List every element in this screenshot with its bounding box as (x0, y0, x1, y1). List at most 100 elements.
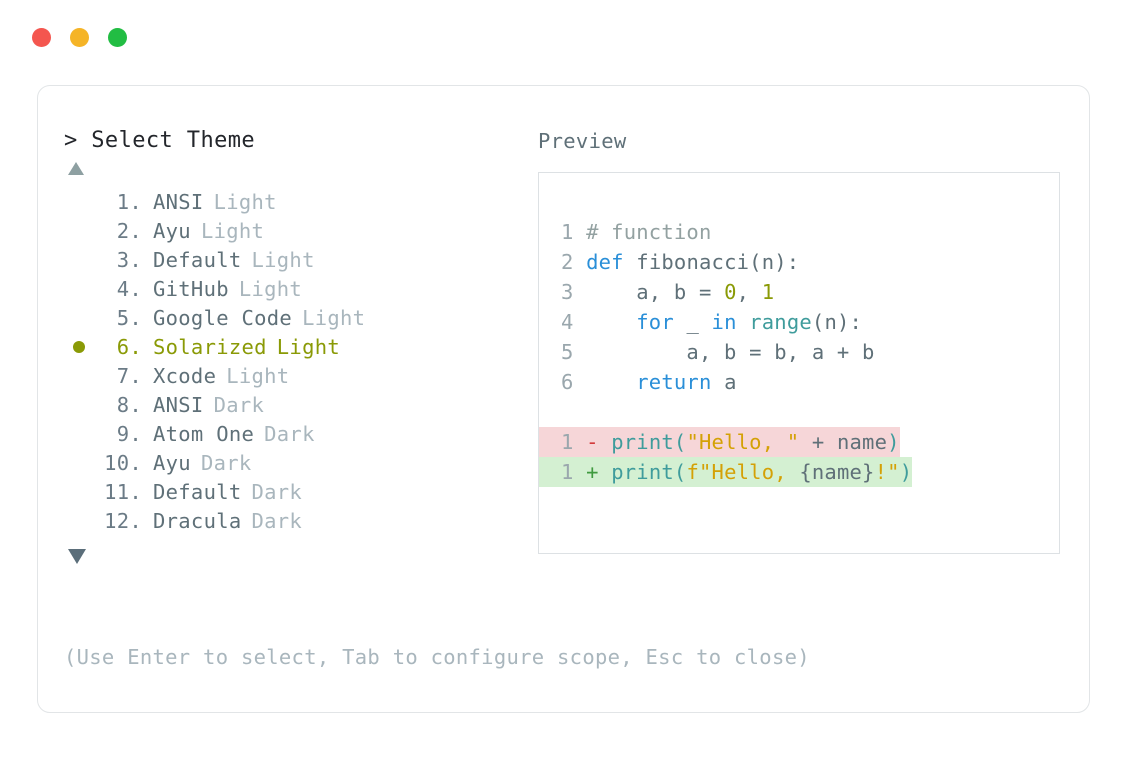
code-line: 4 for _ in range(n): (539, 307, 1059, 337)
theme-list-item[interactable]: 4. GitHub Light (64, 274, 534, 303)
code-token: print (611, 430, 674, 454)
window-traffic-lights (32, 28, 127, 47)
theme-item-number: 11. (104, 479, 142, 504)
code-token: _ (673, 310, 712, 334)
minimize-button-icon[interactable] (70, 28, 89, 47)
code-token (586, 310, 636, 334)
theme-item-variant: Light (226, 363, 290, 388)
theme-item-name: Xcode (153, 363, 217, 388)
close-button-icon[interactable] (32, 28, 51, 47)
code-token: {name} (799, 460, 875, 484)
theme-item-name: Atom One (153, 421, 255, 446)
code-token: # function (586, 220, 712, 244)
theme-item-number: 3. (104, 247, 142, 272)
preview-label: Preview (538, 129, 627, 153)
theme-item-number: 9. (104, 421, 142, 446)
theme-item-name: Ayu (153, 218, 191, 243)
theme-item-name: Dracula (153, 508, 242, 533)
code-token: 1 (761, 280, 775, 304)
theme-list-item[interactable]: 6. Solarized Light (64, 332, 534, 361)
diff-line-added: 1 + print(f"Hello, {name}!") (539, 457, 913, 487)
code-token: def (586, 250, 624, 274)
theme-list-item[interactable]: 10. Ayu Dark (64, 448, 534, 477)
code-token: print (611, 460, 674, 484)
triangle-up-icon[interactable] (68, 162, 84, 176)
code-token (586, 370, 636, 394)
theme-item-variant: Light (238, 276, 303, 301)
theme-item-name: ANSI (153, 392, 204, 417)
code-token: "Hello, " (686, 430, 800, 454)
theme-item-name: Google Code (153, 305, 293, 330)
code-token: a, b = b, a + b (586, 340, 875, 364)
theme-item-number: 5. (104, 305, 142, 330)
code-token: fibonacci(n): (623, 250, 800, 274)
theme-item-variant: Light (276, 334, 340, 359)
code-line: 1 # function (539, 217, 1059, 247)
code-token: ) (899, 460, 913, 484)
theme-list-item[interactable]: 12. Dracula Dark (64, 506, 534, 535)
line-number: 6 (561, 370, 574, 394)
code-line: 5 a, b = b, a + b (539, 337, 1059, 367)
diff-line-removed: 1 - print("Hello, " + name) (539, 427, 900, 457)
code-token: + name (799, 430, 888, 454)
code-line: 2 def fibonacci(n): (539, 247, 1059, 277)
theme-item-variant: Dark (251, 508, 303, 533)
theme-item-name: Default (153, 479, 242, 504)
line-number: 1 (561, 430, 574, 454)
selected-bullet-icon (73, 340, 85, 353)
code-token: ( (673, 460, 687, 484)
diff-line-row: 1 + print(f"Hello, {name}!") (539, 457, 1059, 487)
theme-item-name: Ayu (153, 450, 191, 475)
selection-bullet-slot (64, 340, 94, 353)
theme-list-item[interactable]: 9. Atom One Dark (64, 419, 534, 448)
line-number: 3 (561, 280, 574, 304)
theme-item-number: 8. (104, 392, 142, 417)
theme-list-item[interactable]: 11. Default Dark (64, 477, 534, 506)
diff-sign: - (586, 430, 599, 454)
theme-item-name: ANSI (153, 189, 204, 214)
maximize-button-icon[interactable] (108, 28, 127, 47)
theme-item-number: 12. (104, 508, 142, 533)
theme-item-number: 6. (104, 334, 142, 359)
theme-item-variant: Light (251, 247, 315, 272)
code-token: in (711, 310, 737, 334)
code-token: ( (673, 430, 687, 454)
theme-item-name: GitHub (153, 276, 229, 301)
theme-item-variant: Light (200, 218, 265, 243)
diff-sign: + (586, 460, 599, 484)
theme-item-number: 10. (104, 450, 142, 475)
code-token: " (887, 460, 900, 484)
diff-block: 1 - print("Hello, " + name)1 + print(f"H… (539, 427, 1059, 487)
theme-item-variant: Light (213, 189, 277, 214)
code-token: range (749, 310, 812, 334)
code-token: ! (874, 460, 888, 484)
keyboard-hint: (Use Enter to select, Tab to configure s… (64, 645, 810, 669)
theme-item-number: 4. (104, 276, 142, 301)
code-token: a (711, 370, 737, 394)
theme-item-variant: Dark (264, 421, 315, 446)
theme-item-variant: Dark (200, 450, 252, 475)
theme-item-number: 7. (104, 363, 142, 388)
line-number: 1 (561, 220, 574, 244)
code-line: 6 return a (539, 367, 1059, 397)
code-token: for (636, 310, 674, 334)
triangle-down-icon[interactable] (68, 549, 86, 564)
theme-item-name: Solarized (153, 334, 267, 359)
theme-item-number: 1. (104, 189, 142, 214)
theme-list-item[interactable]: 7. Xcode Light (64, 361, 534, 390)
page-title: > Select Theme (64, 128, 256, 153)
diff-line-row: 1 - print("Hello, " + name) (539, 427, 1059, 457)
theme-item-variant: Dark (251, 479, 303, 504)
code-token: (n): (811, 310, 863, 334)
theme-list-item[interactable]: 1. ANSI Light (64, 187, 534, 216)
line-number: 5 (561, 340, 574, 364)
